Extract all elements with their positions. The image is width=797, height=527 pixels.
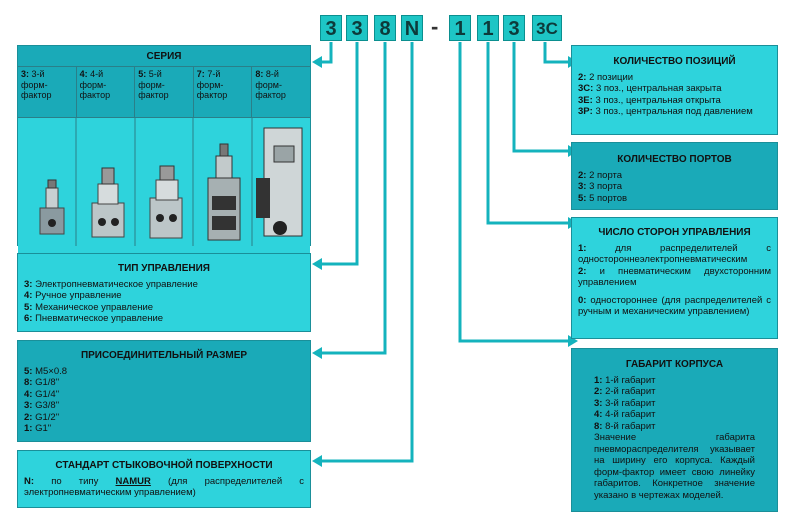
- standard-panel: СТАНДАРТ СТЫКОВОЧНОЙ ПОВЕРХНОСТИ N: по т…: [17, 450, 311, 508]
- list-item: 1: 1-й габарит: [594, 374, 656, 386]
- list-item: 3: 3-й габарит: [594, 397, 656, 409]
- positions-panel: КОЛИЧЕСТВО ПОЗИЦИЙ 2: 2 позиции 3C: 3 по…: [571, 45, 778, 135]
- code-dash: -: [431, 14, 439, 39]
- namur-label: NAMUR: [115, 475, 151, 487]
- list-item: 3E: 3 поз., центральная открыта: [578, 94, 721, 106]
- valve-4-image: [91, 167, 125, 238]
- list-item: 1: G1": [24, 423, 52, 434]
- code-char-body-size: 1: [449, 15, 471, 41]
- list-item: 5: Механическое управление: [24, 301, 154, 313]
- valve-7-image: [207, 143, 241, 241]
- ports-title: КОЛИЧЕСТВО ПОРТОВ: [617, 154, 732, 165]
- list-item: 8: G1/8": [24, 377, 60, 388]
- code-char-series-1: 3: [320, 15, 342, 41]
- series-title: СЕРИЯ: [146, 51, 182, 62]
- port-size-panel: ПРИСОЕДИНИТЕЛЬНЫЙ РАЗМЕР 5: M5×0.8 8: G1…: [17, 340, 311, 442]
- body-size-note: Значение габарита пневмораспределителя у…: [594, 432, 755, 501]
- series-item: 4: 4-й форм-фактор: [77, 67, 136, 117]
- control-type-title: ТИП УПРАВЛЕНИЯ: [118, 263, 210, 274]
- port-size-title: ПРИСОЕДИНИТЕЛЬНЫЙ РАЗМЕР: [80, 350, 248, 361]
- list-item: 2: 2 позиции: [578, 71, 634, 83]
- series-grid: 3: 3-й форм-фактор 4: 4-й форм-фактор 5:…: [18, 66, 310, 117]
- list-item: 3: G3/8": [24, 400, 60, 411]
- list-item: 3: 3 порта: [578, 181, 623, 192]
- series-item: 7: 7-й форм-фактор: [194, 67, 253, 117]
- code-char-port-size: 8: [374, 15, 396, 41]
- control-type-panel: ТИП УПРАВЛЕНИЯ 3: Электропневматическое …: [17, 253, 311, 332]
- valve-5-image: [149, 165, 183, 239]
- list-item: 3P: 3 поз., центральная под давлением: [578, 106, 753, 117]
- code-char-ports: 3: [503, 15, 525, 41]
- positions-title: КОЛИЧЕСТВО ПОЗИЦИЙ: [613, 56, 736, 67]
- list-item: 6: Пневматическое управление: [24, 313, 164, 324]
- body-size-panel: ГАБАРИТ КОРПУСА 1: 1-й габарит 2: 2-й га…: [571, 348, 778, 512]
- list-item: 5: 5 портов: [578, 192, 628, 204]
- standard-title: СТАНДАРТ СТЫКОВОЧНОЙ ПОВЕРХНОСТИ: [55, 460, 273, 471]
- code-char-standard: N: [401, 15, 423, 41]
- list-item: 5: M5×0.8: [24, 365, 68, 377]
- control-sides-panel: ЧИСЛО СТОРОН УПРАВЛЕНИЯ 1: для распредел…: [571, 217, 778, 339]
- code-char-sides: 1: [477, 15, 499, 41]
- code-char-positions: 3C: [532, 15, 562, 41]
- series-item: 8: 8-й форм-фактор: [255, 69, 286, 100]
- list-item: 2: 2 порта: [578, 169, 623, 181]
- valve-8-image: [256, 127, 303, 237]
- series-panel: СЕРИЯ 3: 3-й форм-фактор 4: 4-й форм-фак…: [17, 45, 311, 291]
- control-sides-title: ЧИСЛО СТОРОН УПРАВЛЕНИЯ: [598, 227, 751, 238]
- standard-text: N: по типу NAMUR (для распределителей с …: [24, 475, 305, 499]
- series-item: 5: 5-й форм-фактор: [135, 67, 194, 117]
- list-item: 2: и пневматическим двухсторонним управл…: [578, 265, 772, 289]
- body-size-title: ГАБАРИТ КОРПУСА: [625, 359, 724, 370]
- ports-panel: КОЛИЧЕСТВО ПОРТОВ 2: 2 порта 3: 3 порта …: [571, 142, 778, 210]
- list-item: 1: для распределителей с одностороннеэле…: [578, 242, 771, 266]
- list-item: 0: одностороннее (для распределителей с …: [578, 294, 772, 318]
- valve-3-image: [39, 179, 65, 235]
- list-item: 4: G1/4": [24, 388, 60, 400]
- list-item: 4: Ручное управление: [24, 290, 122, 301]
- series-item: 3: 3-й форм-фактор: [18, 67, 77, 117]
- list-item: 4: 4-й габарит: [594, 409, 656, 420]
- list-item: 3C: 3 поз., центральная закрыта: [578, 83, 722, 94]
- code-char-control: 3: [346, 15, 368, 41]
- list-item: 2: 2-й габарит: [594, 386, 656, 397]
- list-item: 8: 8-й габарит: [594, 420, 656, 432]
- list-item: 2: G1/2": [24, 411, 60, 423]
- list-item: 3: Электропневматическое управление: [24, 278, 198, 290]
